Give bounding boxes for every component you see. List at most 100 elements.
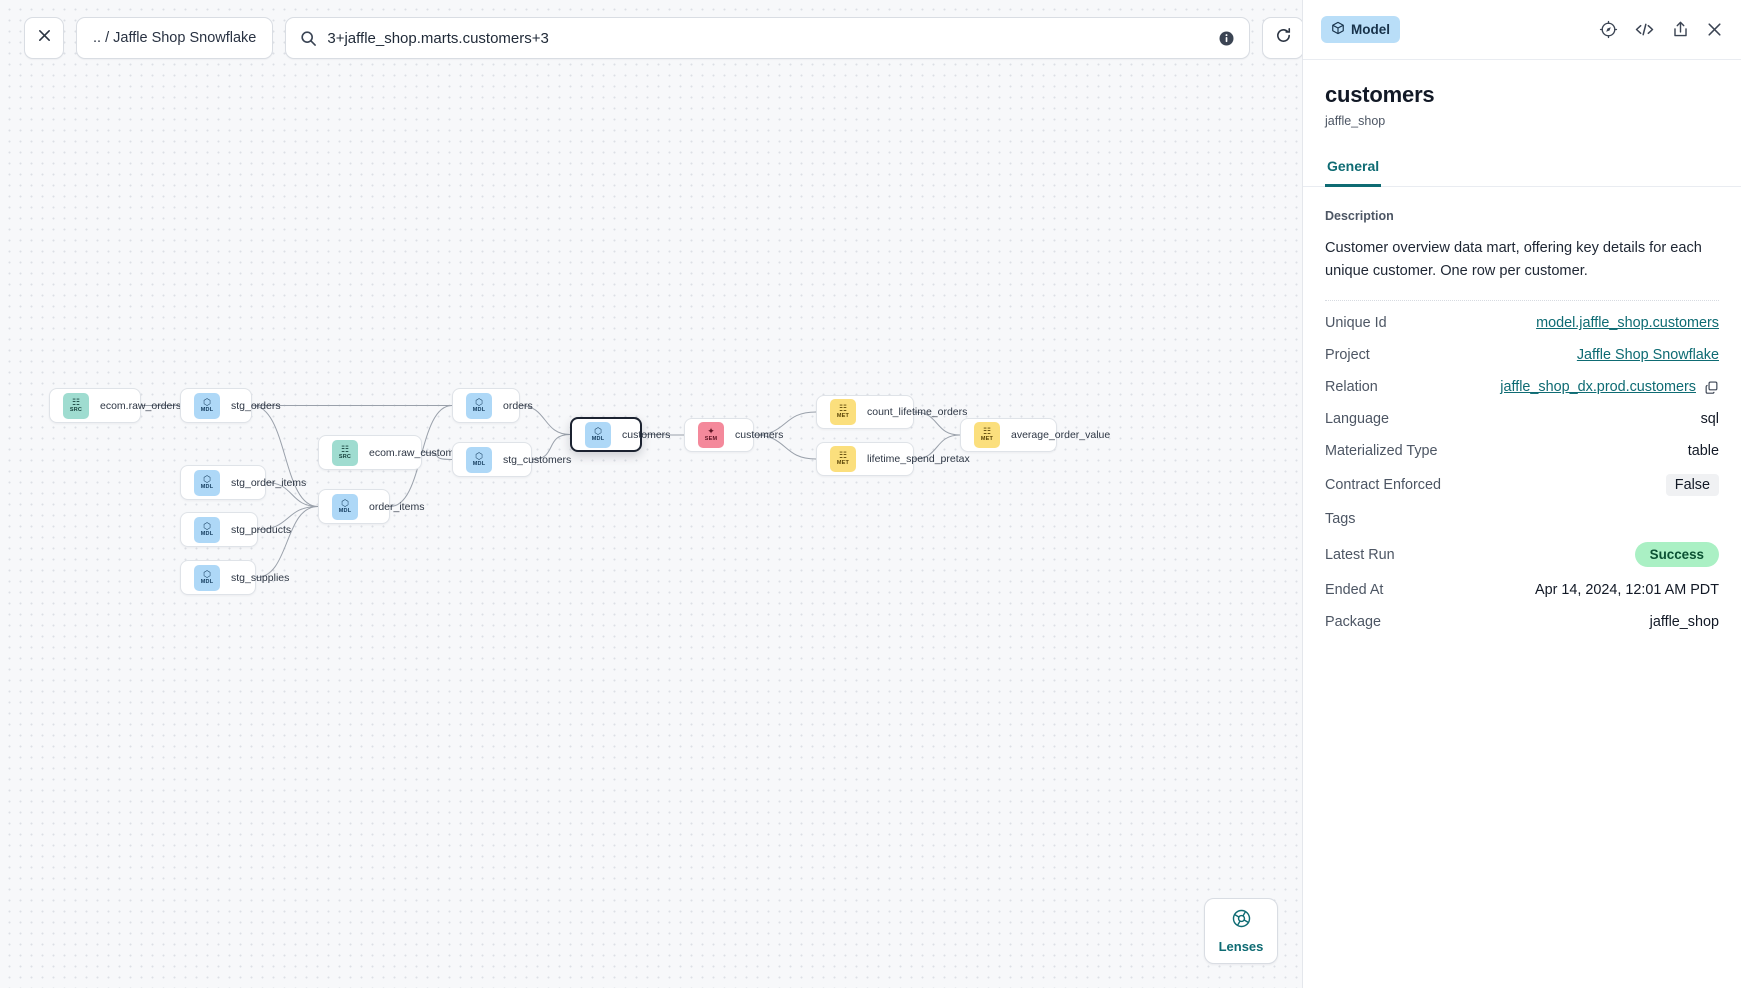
search-input[interactable] <box>327 29 1211 47</box>
graph-node-label: stg_order_items <box>231 476 307 489</box>
field-package: Package jaffle_shop <box>1325 606 1719 638</box>
sem-badge-icon: ✦SEM <box>698 422 724 448</box>
graph-node-label: orders <box>503 399 533 412</box>
description-label: Description <box>1325 209 1394 223</box>
field-label: Contract Enforced <box>1325 477 1441 494</box>
field-contract-enforced: Contract Enforced False <box>1325 467 1719 503</box>
met-badge-icon: ☷MET <box>974 422 1000 448</box>
panel-header: Model <box>1303 0 1741 60</box>
graph-node-label: order_items <box>369 500 425 513</box>
field-relation: Relation jaffle_shop_dx.prod.customers <box>1325 371 1719 403</box>
graph-node-orders[interactable]: ⬡MDL orders <box>452 388 533 423</box>
graph-node-label: stg_orders <box>231 399 281 412</box>
search-bar[interactable] <box>285 17 1251 59</box>
page-subtitle: jaffle_shop <box>1325 114 1386 128</box>
close-icon <box>37 28 52 48</box>
resource-kind-badge[interactable]: Model <box>1321 16 1400 43</box>
refresh-button[interactable] <box>1262 17 1302 59</box>
relation-link[interactable]: jaffle_shop_dx.prod.customers <box>1500 379 1696 396</box>
field-label: Latest Run <box>1325 546 1395 563</box>
graph-edge <box>255 506 319 578</box>
status-badge: Success <box>1634 542 1719 568</box>
graph-node-average_order_value[interactable]: ☷MET average_order_value <box>960 418 1110 452</box>
field-label: Tags <box>1325 511 1356 528</box>
search-icon <box>300 30 317 47</box>
info-icon[interactable] <box>1218 30 1235 47</box>
graph-node-label: stg_products <box>231 523 292 536</box>
language-value: sql <box>1700 411 1719 428</box>
field-label: Ended At <box>1325 582 1384 599</box>
field-label: Relation <box>1325 379 1378 396</box>
mdl-badge-icon: ⬡MDL <box>332 493 358 520</box>
canvas-toolbar: .. / Jaffle Shop Snowflake <box>24 17 1302 59</box>
graph-edge <box>257 506 319 530</box>
graph-node-label: lifetime_spend_pretax <box>867 453 970 465</box>
graph-node-label: average_order_value <box>1011 429 1111 441</box>
field-label: Package <box>1325 614 1382 631</box>
src-badge-icon: ☷SRC <box>332 439 358 466</box>
graph-node-stg_order_items[interactable]: ⬡MDL stg_order_items <box>180 465 306 500</box>
field-language: Language sql <box>1325 403 1719 435</box>
met-badge-icon: ☷MET <box>830 399 856 425</box>
project-link[interactable]: Jaffle Shop Snowflake <box>1576 347 1719 364</box>
mdl-badge-icon: ⬡MDL <box>194 392 220 419</box>
lenses-button[interactable]: Lenses <box>1204 898 1278 964</box>
field-project: Project Jaffle Shop Snowflake <box>1325 339 1719 371</box>
lineage-canvas[interactable]: .. / Jaffle Shop Snowflake <box>0 0 1302 988</box>
graph-edge <box>641 434 685 436</box>
mdl-badge-icon: ⬡MDL <box>466 392 492 419</box>
graph-edge <box>519 405 571 435</box>
focus-icon[interactable] <box>1599 20 1618 39</box>
lenses-label: Lenses <box>1218 939 1264 954</box>
tab-general[interactable]: General <box>1325 152 1382 187</box>
relation-value-row: jaffle_shop_dx.prod.customers <box>1500 379 1719 395</box>
refresh-icon <box>1275 27 1292 49</box>
graph-node-count_lifetime_orders[interactable]: ☷MET count_lifetime_orders <box>816 395 967 429</box>
graph-node-label: stg_supplies <box>231 571 290 584</box>
graph-edge <box>913 411 961 436</box>
graph-node-stg_orders[interactable]: ⬡MDL stg_orders <box>180 388 281 423</box>
close-panel-icon[interactable] <box>1706 21 1723 38</box>
details-panel: Model <box>1302 0 1741 988</box>
graph-edge <box>421 452 453 460</box>
description-text: Customer overview data mart, offering ke… <box>1325 240 1702 279</box>
unique-id-link[interactable]: model.jaffle_shop.customers <box>1536 315 1719 332</box>
materialized-type-value: table <box>1687 443 1719 460</box>
src-badge-icon: ☷SRC <box>63 392 89 419</box>
code-icon[interactable] <box>1634 20 1655 39</box>
graph-edge <box>265 482 319 507</box>
mdl-badge-icon: ⬡MDL <box>194 516 220 543</box>
mdl-badge-icon: ⬡MDL <box>194 469 220 496</box>
graph-node-label: customers <box>622 428 671 441</box>
package-value: jaffle_shop <box>1649 614 1719 631</box>
graph-edge <box>251 405 319 507</box>
graph-edge <box>531 434 571 460</box>
graph-node-stg_products[interactable]: ⬡MDL stg_products <box>180 512 291 547</box>
share-icon[interactable] <box>1671 20 1690 39</box>
panel-header-actions <box>1599 20 1723 39</box>
field-latest-run: Latest Run Success <box>1325 535 1719 574</box>
copy-icon[interactable] <box>1704 380 1719 395</box>
graph-node-order_items[interactable]: ⬡MDL order_items <box>318 489 424 524</box>
graph-node-customers_semantic[interactable]: ✦SEM customers <box>684 418 783 452</box>
graph-edge <box>913 434 961 460</box>
breadcrumb-label: .. / Jaffle Shop Snowflake <box>93 30 257 46</box>
breadcrumb[interactable]: .. / Jaffle Shop Snowflake <box>76 17 274 59</box>
field-unique-id: Unique Id model.jaffle_shop.customers <box>1325 307 1719 339</box>
graph-edge <box>753 411 817 436</box>
divider <box>1325 300 1719 302</box>
graph-node-label: customers <box>735 429 784 441</box>
panel-body: Description Customer overview data mart,… <box>1303 187 1741 988</box>
graph-edge <box>753 434 817 460</box>
close-lineage-button[interactable] <box>24 17 64 59</box>
panel-title-block: customers jaffle_shop <box>1303 60 1741 128</box>
graph-node-label: count_lifetime_orders <box>867 406 968 418</box>
